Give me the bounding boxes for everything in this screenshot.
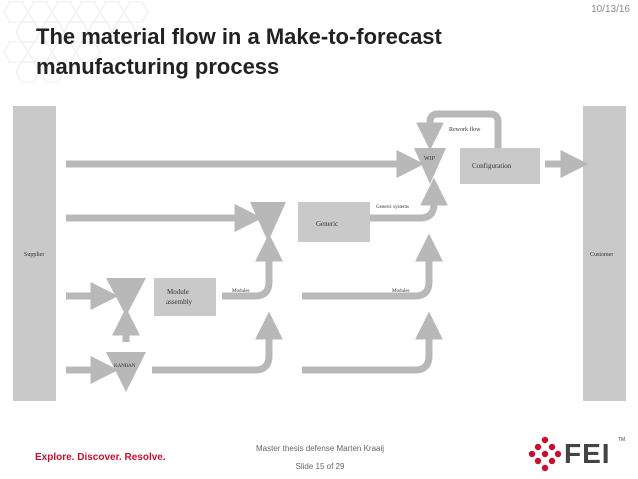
- module-inventory-triangle: [106, 278, 146, 316]
- supplier-label: Supplier: [24, 252, 44, 258]
- title-line-2: manufacturing process: [36, 54, 280, 79]
- footer-tagline: Explore. Discover. Resolve.: [35, 452, 166, 463]
- slide-title: The material flow in a Make-to-forecast …: [36, 22, 556, 82]
- fei-logo-text: FEI: [564, 438, 611, 469]
- customer-label: Customer: [590, 252, 613, 258]
- wip-label: WIP: [424, 156, 436, 162]
- slide-number: Slide 15 of 29: [295, 462, 345, 471]
- presentation-info: Master thesis defense Marten Kraaij: [255, 444, 385, 453]
- modules-label-left: Modules: [232, 289, 250, 294]
- supplier-column: [13, 106, 56, 401]
- rework-flow-label: Rework flow: [449, 126, 481, 133]
- generic-systems-label: Generic systems: [376, 205, 409, 210]
- hexagon-pattern: [3, 1, 149, 83]
- kanban-bypass-arrow-left: [152, 311, 283, 374]
- kanban-triangle: [106, 352, 146, 392]
- rework-flow-arrow: [416, 110, 502, 151]
- generic-systems-arrow: [370, 177, 448, 222]
- module-assembly-label-1: Module: [167, 288, 189, 296]
- configuration-label: Configuration: [472, 162, 512, 170]
- module-assembly-label-2: assembly: [166, 298, 193, 306]
- modules-arrow-left: [222, 233, 283, 300]
- title-line-1: The material flow in a Make-to-forecast: [36, 24, 442, 49]
- kanban-bypass-arrow-right: [302, 311, 443, 374]
- slide-date: 10/13/16: [591, 4, 630, 15]
- modules-label-right: Modules: [392, 289, 410, 294]
- fei-logo-mark: [528, 436, 562, 472]
- generic-inventory-triangle: [250, 202, 286, 242]
- kanban-label: KANBAN: [114, 364, 136, 369]
- module-assembly-box: [154, 278, 216, 316]
- generic-label: Generic: [316, 220, 338, 228]
- customer-column: [583, 106, 626, 401]
- wip-triangle: [414, 148, 446, 184]
- modules-arrow-right: [302, 233, 443, 300]
- fei-logo-tm: TM: [618, 437, 626, 443]
- generic-box: [298, 202, 370, 242]
- configuration-box: [460, 148, 540, 184]
